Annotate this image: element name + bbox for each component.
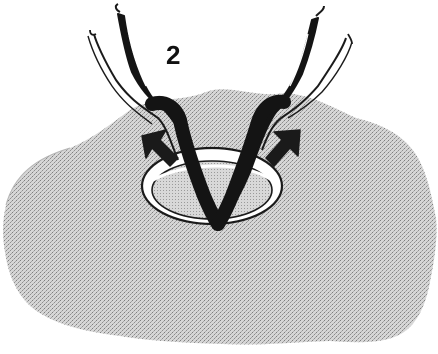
- step-number-label: 2: [166, 42, 180, 68]
